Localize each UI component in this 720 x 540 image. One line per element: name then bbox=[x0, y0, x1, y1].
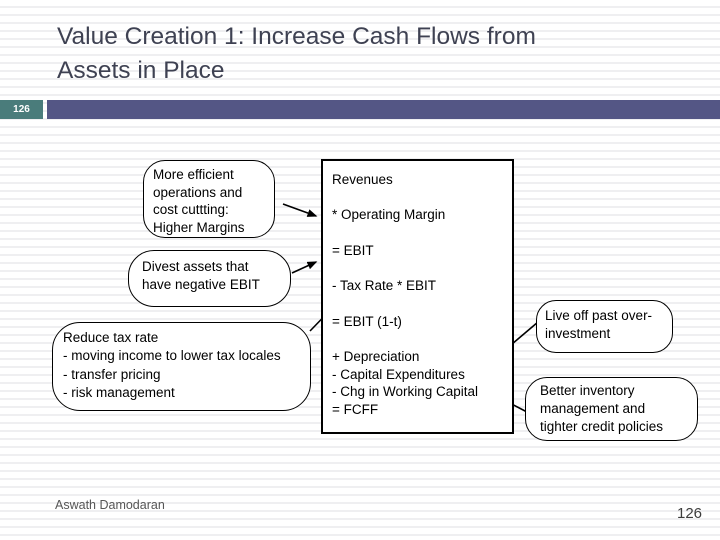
callout-higher-margins: More efficient operations and cost cuttt… bbox=[143, 160, 275, 238]
callout-live-off-past-overinvestment: Live off past over- investment bbox=[536, 300, 673, 353]
arrow-divest-to-center bbox=[291, 261, 318, 274]
arrow-margins-to-center bbox=[282, 203, 318, 217]
slide-title: Value Creation 1: Increase Cash Flows fr… bbox=[57, 23, 536, 84]
footer-author: Aswath Damodaran bbox=[55, 498, 165, 512]
header-accent-bar bbox=[47, 100, 720, 119]
footer-page-number: 126 bbox=[677, 505, 703, 522]
slide-number-badge: 126 bbox=[0, 100, 43, 119]
callout-divest-assets: Divest assets that have negative EBIT bbox=[128, 250, 291, 307]
fcff-computation-box: Revenues * Operating Margin = EBIT - Tax… bbox=[321, 159, 514, 434]
callout-better-inventory: Better inventory management and tighter … bbox=[525, 377, 698, 441]
callout-reduce-tax-rate: Reduce tax rate - moving income to lower… bbox=[52, 322, 311, 411]
